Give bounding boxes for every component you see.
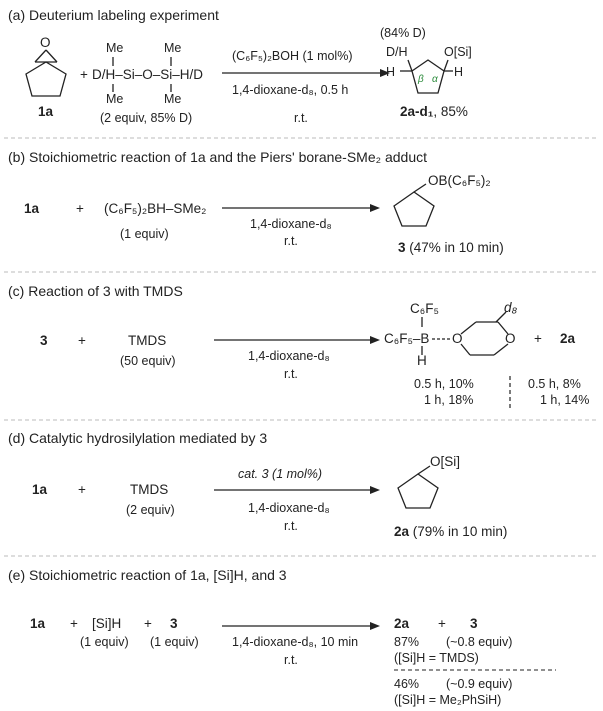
section-a-title: (a) Deuterium labeling experiment xyxy=(8,7,219,23)
reagent-c-equiv: (50 equiv) xyxy=(120,354,176,368)
boryloxy-group: OB(C₆F₅)₂ xyxy=(428,173,491,188)
epoxide-oxygen: O xyxy=(40,35,51,50)
time-yield-1: 0.5 h, 10% xyxy=(414,377,474,391)
solvent-b: 1,4-dioxane-d₈ xyxy=(250,217,332,231)
product-2a-d1: 2a-d₁, 85% xyxy=(400,104,468,119)
plus-e1: + xyxy=(70,616,78,631)
temp-d: r.t. xyxy=(284,519,298,533)
reactant-b: 1a xyxy=(24,201,40,216)
me-top-right: Me xyxy=(164,41,181,55)
condition-e1: ([Si]H = TMDS) xyxy=(394,651,479,665)
time-yield-3: 0.5 h, 8% xyxy=(528,377,581,391)
plus-e3: + xyxy=(438,616,446,631)
boron-hydride: H xyxy=(417,353,427,368)
section-c-title: (c) Reaction of 3 with TMDS xyxy=(8,283,183,299)
label-h-beta: H xyxy=(386,65,395,79)
catalyst-a: (C₆F₅)₂BOH (1 mol%) xyxy=(232,49,352,63)
alpha-label: α xyxy=(432,74,438,85)
plus-c2: + xyxy=(534,331,542,346)
temp-b: r.t. xyxy=(284,234,298,248)
reactant-c: 3 xyxy=(40,333,48,348)
reagent-sih: [Si]H xyxy=(92,616,121,631)
reagent-d-equiv: (2 equiv) xyxy=(126,503,175,517)
dioxane-ring xyxy=(460,311,509,356)
time-yield-4: 1 h, 14% xyxy=(540,393,589,407)
dioxane-o1: O xyxy=(452,331,463,346)
sih-equiv: (1 equiv) xyxy=(80,635,129,649)
three-equiv: (1 equiv) xyxy=(150,635,199,649)
reactant-e: 1a xyxy=(30,616,46,631)
d8-label: d₈ xyxy=(504,300,518,315)
yield-e1: 87% xyxy=(394,635,419,649)
solvent-d: 1,4-dioxane-d₈ xyxy=(248,501,330,515)
yield-e2: 46% xyxy=(394,677,419,691)
reagent-a-equiv: (2 equiv, 85% D) xyxy=(100,111,192,125)
c6f5-top: C₆F₅ xyxy=(410,301,439,316)
reagent-d: TMDS xyxy=(130,482,168,497)
plus-d: + xyxy=(78,482,86,497)
section-e-title: (e) Stoichiometric reaction of 1a, [Si]H… xyxy=(8,567,287,583)
beta-label: β xyxy=(417,74,424,85)
reactant-1a: 1a xyxy=(38,104,54,119)
product-3: 3 (47% in 10 min) xyxy=(398,240,504,255)
label-h-alpha: H xyxy=(454,65,463,79)
dioxane-o2: O xyxy=(505,331,516,346)
plus-e2: + xyxy=(144,616,152,631)
section-d-title: (d) Catalytic hydrosilylation mediated b… xyxy=(8,430,267,446)
product-e-3: 3 xyxy=(470,616,478,631)
equiv-e1: (~0.8 equiv) xyxy=(446,635,512,649)
label-dh: D/H xyxy=(386,45,408,59)
me-top-left: Me xyxy=(106,41,123,55)
section-b-title: (b) Stoichiometric reaction of 1a and th… xyxy=(8,149,427,165)
me-bottom-right: Me xyxy=(164,92,181,106)
solvent-c: 1,4-dioxane-d₈ xyxy=(248,349,330,363)
condition-e2: ([Si]H = Me₂PhSiH) xyxy=(394,693,501,707)
c6f5-boron: C₆F₅–B xyxy=(384,331,429,346)
plus-c: + xyxy=(78,333,86,348)
epoxide-structure: O xyxy=(25,35,67,97)
cyclopentane-product-b xyxy=(393,183,435,227)
disiloxane-formula: D/H–Si–O–Si–H/D xyxy=(92,67,203,82)
deuterium-percent: (84% D) xyxy=(380,26,426,40)
temp-e: r.t. xyxy=(284,653,298,667)
solvent-a: 1,4-dioxane-d₈, 0.5 h xyxy=(232,83,348,97)
product-e-2a: 2a xyxy=(394,616,410,631)
me-bottom-left: Me xyxy=(106,92,123,106)
reagent-3: 3 xyxy=(170,616,178,631)
reagent-c: TMDS xyxy=(128,333,166,348)
cyclopentane-product-d xyxy=(397,465,439,509)
label-osi-a: O[Si] xyxy=(444,45,472,59)
siloxy-group-d: O[Si] xyxy=(430,454,460,469)
cyclopentane-product-a xyxy=(400,59,453,94)
plus-a: + xyxy=(80,67,88,82)
reactant-d: 1a xyxy=(32,482,48,497)
reagent-b-equiv: (1 equiv) xyxy=(120,227,169,241)
catalyst-d: cat. 3 (1 mol%) xyxy=(238,467,322,481)
product-d-2a: 2a (79% in 10 min) xyxy=(394,524,507,539)
plus-b: + xyxy=(76,201,84,216)
reagent-b: (C₆F₅)₂BH–SMe₂ xyxy=(104,201,206,216)
temp-c: r.t. xyxy=(284,367,298,381)
product-c-2a: 2a xyxy=(560,331,576,346)
temp-a: r.t. xyxy=(294,111,308,125)
solvent-e: 1,4-dioxane-d₈, 10 min xyxy=(232,635,358,649)
equiv-e2: (~0.9 equiv) xyxy=(446,677,512,691)
time-yield-2: 1 h, 18% xyxy=(424,393,473,407)
